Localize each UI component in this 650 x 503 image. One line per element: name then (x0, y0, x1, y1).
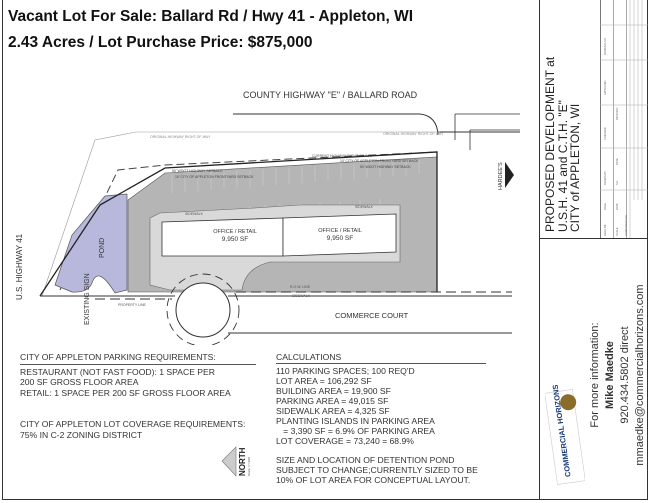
sun-icon (560, 394, 577, 411)
listing-title: Vacant Lot For Sale: Ballard Rd / Hwy 41… (8, 8, 414, 25)
existing-sign-label: EXISTING SIGN (84, 273, 91, 325)
calculations: CALCULATIONS 110 PARKING SPACES; 100 REQ… (276, 352, 486, 485)
building-2: OFFICE / RETAIL 9,950 SF (282, 213, 397, 257)
svg-text:DATE: DATE (615, 158, 619, 165)
original-row-line (41, 131, 440, 297)
road-south-label: COMMERCE COURT (335, 311, 409, 320)
svg-text:OFFICE / RETAIL: OFFICE / RETAIL (213, 229, 257, 235)
road-north-label: COUNTY HIGHWAY "E" / BALLARD ROAD (243, 90, 418, 100)
svg-text:10' CITY OF APPLETON FRONTYARD: 10' CITY OF APPLETON FRONTYARD SETBACK (175, 175, 254, 179)
svg-text:ORIGINAL HIGHWAY RIGHT-OF-WAY: ORIGINAL HIGHWAY RIGHT-OF-WAY (150, 135, 211, 139)
north-arrow-icon (221, 446, 237, 477)
svg-text:CURRENT HIGHWAY RIGHT-OF-WAY: CURRENT HIGHWAY RIGHT-OF-WAY (312, 154, 373, 158)
svg-text:SCALE: SCALE (615, 227, 619, 236)
ballard-road-edge (233, 113, 439, 136)
svg-text:APPROVED: APPROVED (603, 80, 607, 95)
svg-text:50' WDOT HIGHWAY SETBACK: 50' WDOT HIGHWAY SETBACK (360, 165, 411, 169)
svg-text:COMPUTER FILE: COMPUTER FILE (624, 215, 628, 236)
svg-text:NORTH: NORTH (238, 447, 247, 476)
svg-text:OFFICE / RETAIL: OFFICE / RETAIL (318, 228, 362, 234)
svg-text:POND: POND (99, 238, 106, 258)
svg-text:ORIGINAL HIGHWAY RIGHT-OF-WAY: ORIGINAL HIGHWAY RIGHT-OF-WAY (383, 132, 444, 136)
detention-pond (54, 193, 128, 294)
svg-text:SIDEWALK: SIDEWALK (292, 294, 311, 298)
property-boundary (39, 151, 438, 297)
parking-requirements: CITY OF APPLETON PARKING REQUIREMENTS: R… (20, 352, 256, 398)
commercial-horizons-logo: COMMERCIAL HORIZONS (545, 385, 585, 485)
title-block: PROPOSED DEVELOPMENT at U.S.H. 41 and C.… (540, 0, 648, 238)
site-plan: COUNTY HIGHWAY "E" / BALLARD ROAD ORIGIN… (15, 90, 520, 345)
svg-text:CHECKED: CHECKED (603, 127, 607, 140)
coverage-requirements: CITY OF APPLETON LOT COVERAGE REQUIREMEN… (20, 419, 246, 440)
listing-price: 2.43 Acres / Lot Purchase Price: $875,00… (8, 34, 313, 51)
svg-text:SIDEWALK: SIDEWALK (355, 205, 374, 209)
hardees-arrow-icon (505, 162, 514, 188)
contact-info: For more information: Mike Maedke 920.43… (588, 260, 648, 490)
svg-text:NO.: NO. (615, 180, 619, 185)
svg-text:SIDEWALK: SIDEWALK (185, 212, 204, 216)
hardees-label: HARDEE'S (498, 162, 504, 190)
contact-email[interactable]: mmaedke@commercialhorizons.com (634, 284, 646, 466)
svg-text:DRAWING NO.: DRAWING NO. (603, 37, 607, 55)
svg-text:REVISION: REVISION (615, 107, 619, 120)
cul-de-sac (175, 282, 231, 338)
svg-text:PROPERTY LINE: PROPERTY LINE (118, 303, 147, 307)
svg-text:10' CITY OF APPLETON FRONTYARD: 10' CITY OF APPLETON FRONTYARD SETBACK (340, 159, 419, 163)
contact-name: Mike Maedke (604, 341, 616, 409)
panel-divider (539, 0, 540, 500)
svg-text:DRAWN BY: DRAWN BY (603, 171, 607, 185)
svg-text:R.O.W. LINE: R.O.W. LINE (290, 285, 311, 289)
building-1: OFFICE / RETAIL 9,950 SF (161, 217, 284, 257)
svg-text:FIELD BK: FIELD BK (603, 224, 607, 236)
svg-text:50' WDOT HIGHWAY SETBACK: 50' WDOT HIGHWAY SETBACK (172, 169, 223, 173)
contact-phone[interactable]: 920.434.5802 direct (619, 326, 631, 424)
north-arrow: NORTH Scale: 1"=100' (221, 446, 251, 477)
svg-text:9,950 SF: 9,950 SF (327, 235, 353, 242)
svg-text:Scale: 1"=100': Scale: 1"=100' (247, 456, 251, 476)
svg-text:DATE: DATE (615, 203, 619, 210)
project-title: PROPOSED DEVELOPMENT at U.S.H. 41 and C.… (543, 56, 582, 232)
revision-table: FIELD BK PAGE DRAWN BY CHECKED APPROVED … (600, 0, 648, 238)
road-west-label: U.S. HIGHWAY 41 (15, 233, 24, 300)
svg-text:9,950 SF: 9,950 SF (222, 236, 248, 243)
svg-text:PAGE: PAGE (603, 203, 607, 210)
